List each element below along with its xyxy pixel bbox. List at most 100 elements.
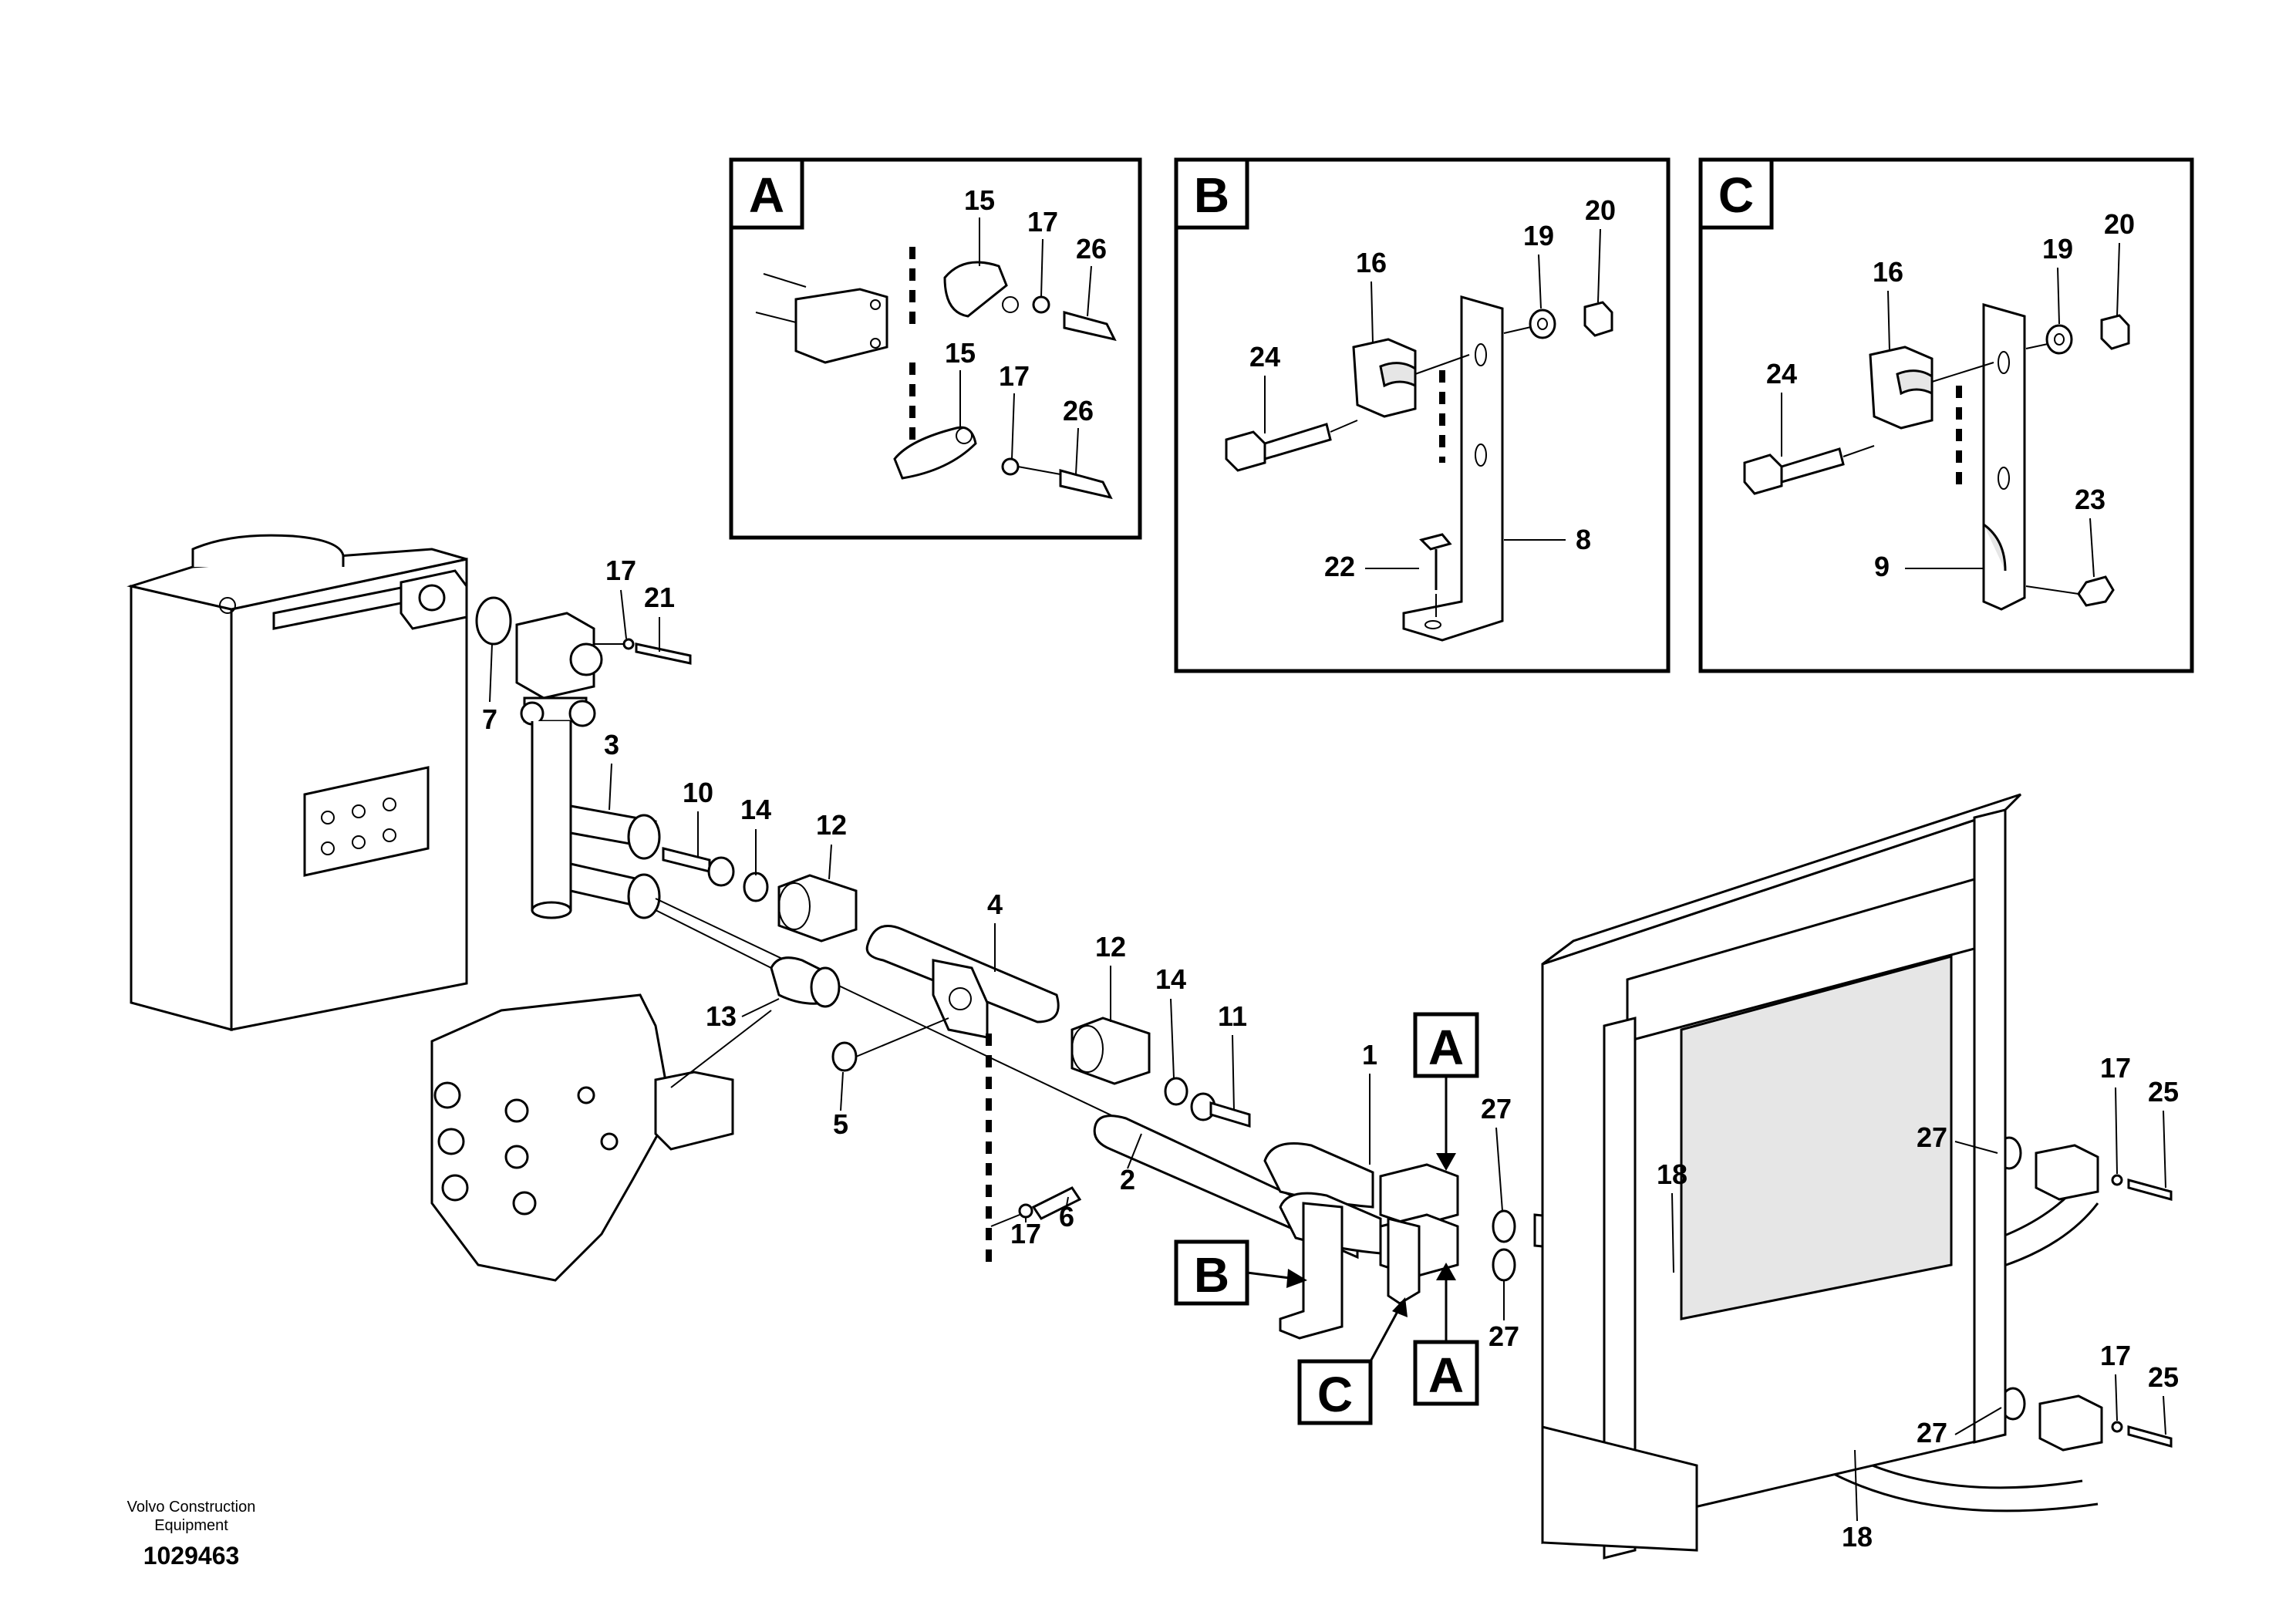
o-ring-27-lower [1492, 1248, 1516, 1282]
nipple-10 [662, 847, 711, 873]
main-assembly [126, 534, 2173, 1560]
callout-a-17-top: 17 [1027, 206, 1058, 238]
coupling-12-right [1070, 1017, 1151, 1085]
callout-a-26-bottom: 26 [1063, 395, 1094, 427]
footer-line1: Volvo Construction [127, 1499, 256, 1516]
callout-main-25-lower: 25 [2148, 1361, 2179, 1393]
o-ring-14-right [1164, 1077, 1188, 1106]
screw-22 [1419, 533, 1452, 551]
callout-main-27-right-lower: 27 [1917, 1417, 1947, 1448]
callout-main-7: 7 [482, 703, 497, 735]
washer-19 [1529, 309, 1556, 339]
hose-end-lower [627, 873, 661, 919]
detail-view-c: C 16 19 20 24 23 9 [1698, 157, 2194, 673]
callout-main-13: 13 [706, 1000, 737, 1032]
callout-c-24: 24 [1766, 358, 1797, 389]
cooler-frame-post [1603, 1017, 1637, 1560]
callout-main-12-left: 12 [816, 809, 847, 841]
washer-lower [1001, 457, 1020, 476]
callout-b-19: 19 [1523, 220, 1554, 251]
bracket-8 [1402, 295, 1504, 642]
bracket-b-main [1279, 1202, 1344, 1340]
callout-a-15-bottom: 15 [945, 337, 976, 369]
screw-lower [1059, 469, 1113, 500]
o-ring-14-left [743, 872, 769, 902]
view-ref-a-lower-label: A [1428, 1347, 1464, 1403]
o-ring-7 [475, 596, 512, 646]
view-ref-a-upper-label: A [1428, 1020, 1464, 1075]
callout-main-27-lower: 27 [1489, 1320, 1519, 1352]
callout-main-25-upper: 25 [2148, 1076, 2179, 1108]
callout-main-10: 10 [683, 777, 713, 808]
bolt-24-c-shank [1780, 447, 1845, 484]
callout-main-17-right-upper: 17 [2100, 1052, 2131, 1084]
detail-view-a: A 15 17 26 15 17 26 [729, 157, 1142, 540]
view-ref-a-lower [1413, 1340, 1479, 1406]
drawing-number: 1029463 [143, 1542, 240, 1570]
washer-19-c [2045, 324, 2073, 355]
view-ref-a-upper [1413, 1012, 1479, 1078]
callout-main-3: 3 [604, 729, 619, 760]
callout-b-8: 8 [1576, 524, 1591, 555]
control-valve [430, 993, 673, 1282]
callout-b-16: 16 [1356, 247, 1387, 278]
callout-a-17-bottom: 17 [999, 360, 1030, 392]
detail-b-label: B [1194, 167, 1229, 223]
flange-right-lower [2038, 1394, 2103, 1452]
callout-main-2: 2 [1120, 1164, 1135, 1195]
bolt-24-head [1225, 430, 1266, 472]
nut-20-c [2100, 314, 2130, 350]
callout-c-19: 19 [2042, 233, 2073, 265]
callout-main-12-right: 12 [1095, 931, 1126, 963]
callout-c-9: 9 [1874, 551, 1890, 582]
main-callouts: 17 21 7 3 10 14 12 4 12 14 11 1 13 5 2 1… [482, 555, 2179, 1553]
callout-main-17-top: 17 [605, 555, 636, 586]
view-refs: A A B C [1174, 1012, 1479, 1425]
callout-b-20: 20 [1585, 194, 1616, 226]
callout-c-20: 20 [2104, 208, 2135, 240]
footer: Volvo Construction Equipment 1029463 [127, 1499, 256, 1570]
o-ring-27-upper [1492, 1209, 1516, 1243]
nipple-11 [1209, 1101, 1251, 1128]
washer-17-main [1018, 1203, 1033, 1219]
tank-plate [303, 766, 430, 877]
detail-c-label: C [1718, 167, 1754, 223]
suction-pipe-3 [531, 721, 572, 917]
bracket-c-main [1387, 1217, 1421, 1305]
hose-end-upper [627, 814, 661, 860]
callout-main-17-right-lower: 17 [2100, 1340, 2131, 1371]
callout-main-14-left: 14 [740, 794, 771, 825]
coupling-12-left [777, 874, 858, 943]
radiator-core [1680, 955, 1953, 1320]
view-ref-c [1297, 1359, 1373, 1425]
nut-20 [1583, 301, 1613, 337]
callout-main-21: 21 [644, 582, 675, 613]
callout-main-11: 11 [1218, 1000, 1247, 1032]
split-flange-upper [943, 261, 1008, 318]
detail-a-label: A [749, 167, 784, 223]
callout-main-6: 6 [1059, 1201, 1074, 1233]
tank-side [130, 585, 233, 1031]
callout-main-14-right: 14 [1155, 963, 1186, 995]
screw-upper [1063, 311, 1117, 342]
view-ref-c-label: C [1317, 1367, 1353, 1422]
bolt-24-c-head [1743, 454, 1783, 495]
valve-block [515, 612, 595, 700]
washer-upper [1032, 295, 1050, 314]
callout-main-27-upper: 27 [1481, 1093, 1512, 1125]
footer-line2: Equipment [154, 1517, 228, 1534]
callout-main-5: 5 [833, 1108, 848, 1140]
o-ring-5 [831, 1041, 858, 1072]
callout-b-24: 24 [1249, 341, 1280, 373]
callout-main-18-lower: 18 [1842, 1521, 1873, 1553]
callout-b-22: 22 [1324, 551, 1355, 582]
screw-25-lower [2127, 1425, 2173, 1448]
view-ref-b-label: B [1194, 1247, 1229, 1303]
flange-right-upper [2035, 1144, 2099, 1201]
callout-c-16: 16 [1873, 256, 1903, 288]
callout-a-15-top: 15 [964, 184, 995, 216]
callout-main-1: 1 [1362, 1039, 1377, 1071]
screw-6 [1031, 1186, 1082, 1220]
flange-a-upper [1379, 1163, 1459, 1228]
